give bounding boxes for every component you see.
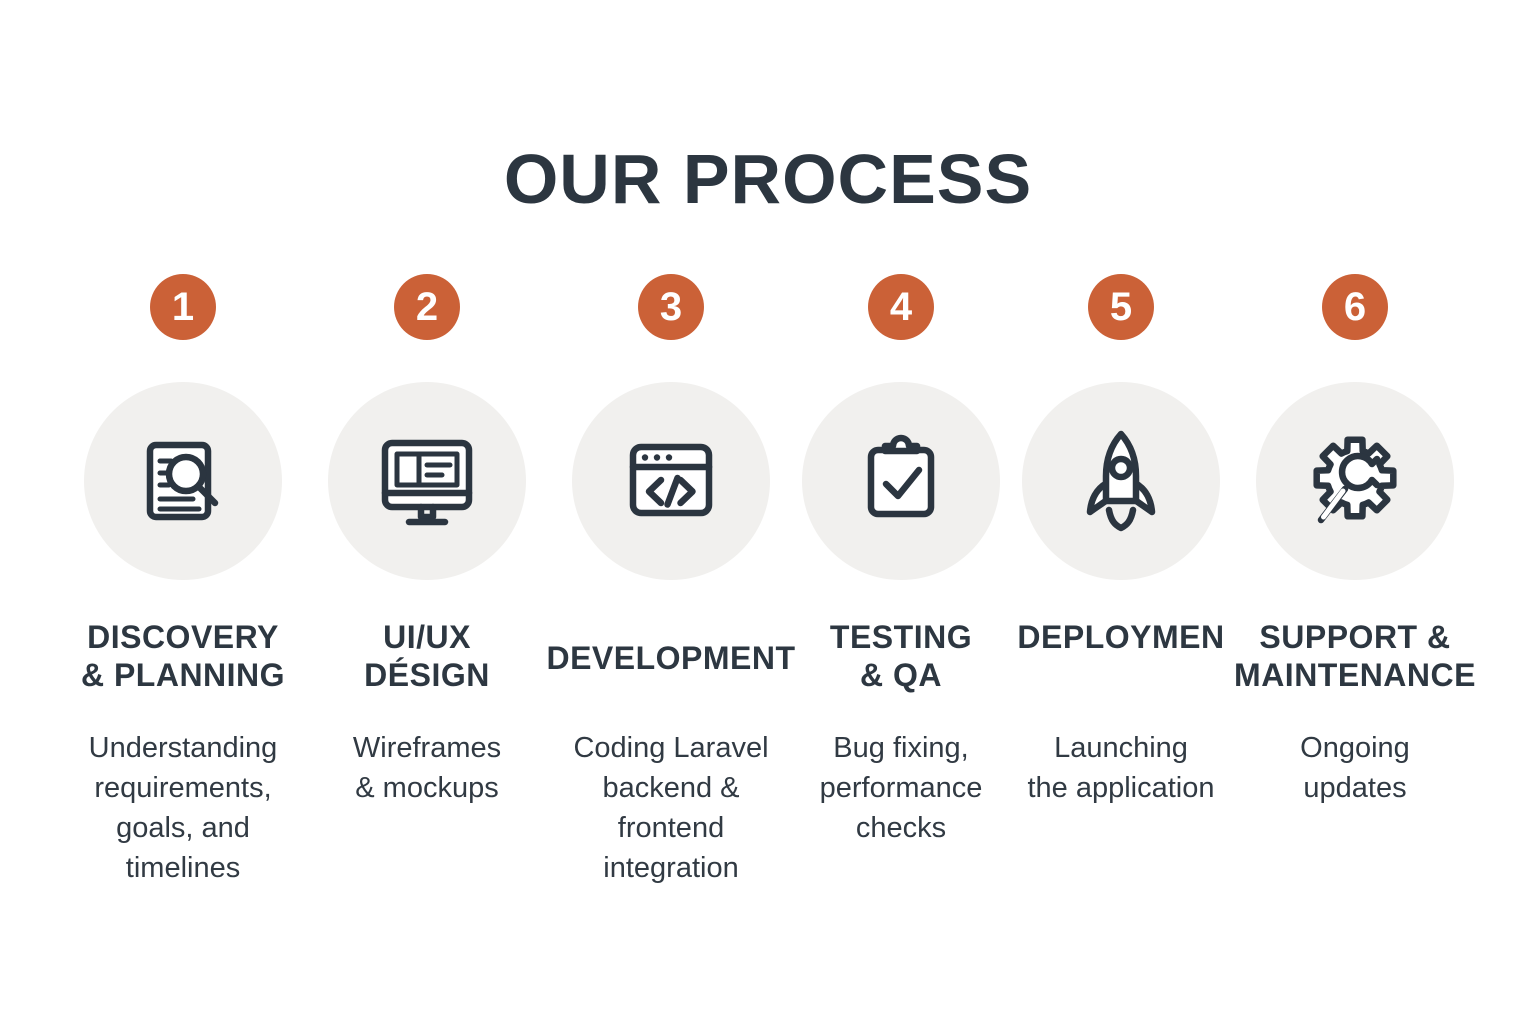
process-step-4: 4 TESTING & QA Bug fixing, performance c… [781,274,1021,848]
step-title: DISCOVERY & PLANNING [53,618,313,698]
rocket-icon [1086,430,1156,532]
step-description: Launching the application [1027,732,1215,804]
process-step-5: 5 DEPLOYMEN Launching the application [1001,274,1241,808]
step-title-text: DEPLOYMEN [1017,619,1225,655]
step-description: Coding Laravel backend & frontend integr… [573,732,769,884]
step-number-badge: 3 [638,274,704,340]
step-title: DEVELOPMENT [541,618,801,698]
step-icon-circle [328,382,526,580]
step-number-badge: 4 [868,274,934,340]
step-number-badge: 1 [150,274,216,340]
process-step-3: 3 DEVELOPMENT Coding Laravel backend & f… [546,274,795,888]
step-title-text: TESTING & QA [829,619,973,693]
step-icon-circle [84,382,282,580]
step-icon-circle [1256,382,1454,580]
step-number-badge: 6 [1322,274,1388,340]
step-icon-circle [572,382,770,580]
gear-wrench-icon [1313,436,1397,524]
step-icon-circle [802,382,1000,580]
step-title-text: SUPPORT & MAINTENANCE [1234,619,1476,693]
step-description: Bug fixing, performance checks [819,732,983,844]
step-number-badge: 2 [394,274,460,340]
step-description: Wireframes & mockups [352,732,502,804]
step-description: Ongoing updates [1300,732,1410,804]
document-search-icon [146,441,219,521]
step-description: Understanding requirements, goals, and t… [88,732,278,884]
process-step-1: 1 DISCOVERY & PLANNING Understanding req… [63,274,303,888]
step-title-text: DISCOVERY & PLANNING [80,619,286,693]
monitor-wireframe-icon [381,439,473,526]
step-title: UI/UX DÉSIGN [297,618,557,698]
process-step-6: 6 SUPPORT & MAINTENANCE Ongoing updates [1234,274,1475,808]
clipboard-check-icon [867,434,935,518]
step-title: SUPPORT & MAINTENANCE [1225,618,1485,698]
step-title: TESTING & QA [771,618,1031,698]
step-title-text: DEVELOPMENT [546,640,796,676]
step-icon-circle [1022,382,1220,580]
step-number-badge: 5 [1088,274,1154,340]
page-title: OUR PROCESS [503,139,1033,218]
code-window-icon [629,443,713,517]
process-step-2: 2 UI/UX DÉSIGN Wireframes & mockups [307,274,547,808]
step-title-text: UI/UX DÉSIGN [364,619,490,693]
step-title: DEPLOYMEN [991,618,1251,698]
